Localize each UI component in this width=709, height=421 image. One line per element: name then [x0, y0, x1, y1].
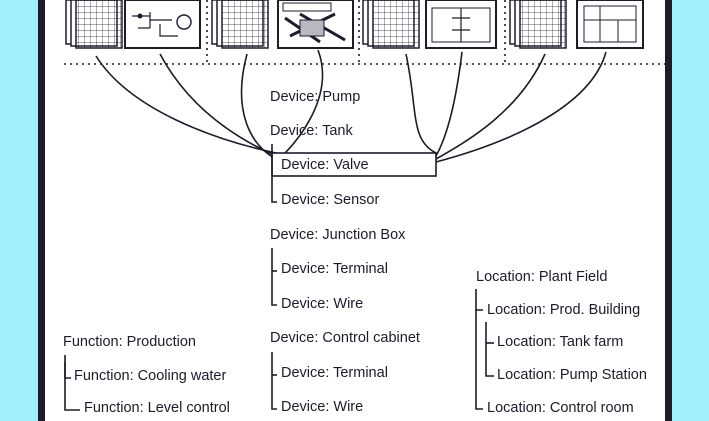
location-plant-field: Location: Plant Field	[476, 269, 608, 285]
document-stack-2	[211, 0, 269, 49]
function-level-control: Function: Level control	[84, 400, 230, 416]
device-junction-box: Device: Junction Box	[270, 227, 406, 243]
device-tank: Device: Tank	[270, 123, 353, 139]
device-cc-wire: Device: Wire	[281, 399, 364, 415]
document-stack-3	[362, 0, 420, 49]
device-jb-wire: Device: Wire	[281, 296, 364, 312]
document-stack-1	[65, 0, 123, 49]
drawing-sheet-piping	[124, 0, 201, 49]
drawing-sheet-cabinet	[425, 0, 497, 49]
device-pump: Device: Pump	[270, 89, 361, 105]
device-valve[interactable]: Device: Valve	[281, 157, 369, 173]
device-jb-terminal: Device: Terminal	[281, 261, 388, 277]
location-control-room: Location: Control room	[487, 400, 634, 416]
location-pump-station: Location: Pump Station	[497, 367, 647, 383]
device-sensor: Device: Sensor	[281, 192, 380, 208]
drawing-sheet-floorplan	[576, 0, 644, 49]
diagram-frame	[38, 0, 672, 421]
relation-curves	[95, 49, 607, 163]
drawing-sheet-3d-model	[277, 0, 354, 49]
location-tank-farm: Location: Tank farm	[497, 334, 624, 350]
function-production: Function: Production	[63, 334, 196, 350]
tree-connectors	[64, 144, 494, 411]
device-cc-terminal: Device: Terminal	[281, 365, 388, 381]
document-stack-4	[509, 0, 567, 49]
location-prod-building: Location: Prod. Building	[487, 302, 641, 318]
dotted-separators	[64, 0, 666, 65]
function-cooling-water: Function: Cooling water	[74, 368, 227, 384]
device-control-cabinet: Device: Control cabinet	[270, 330, 420, 346]
